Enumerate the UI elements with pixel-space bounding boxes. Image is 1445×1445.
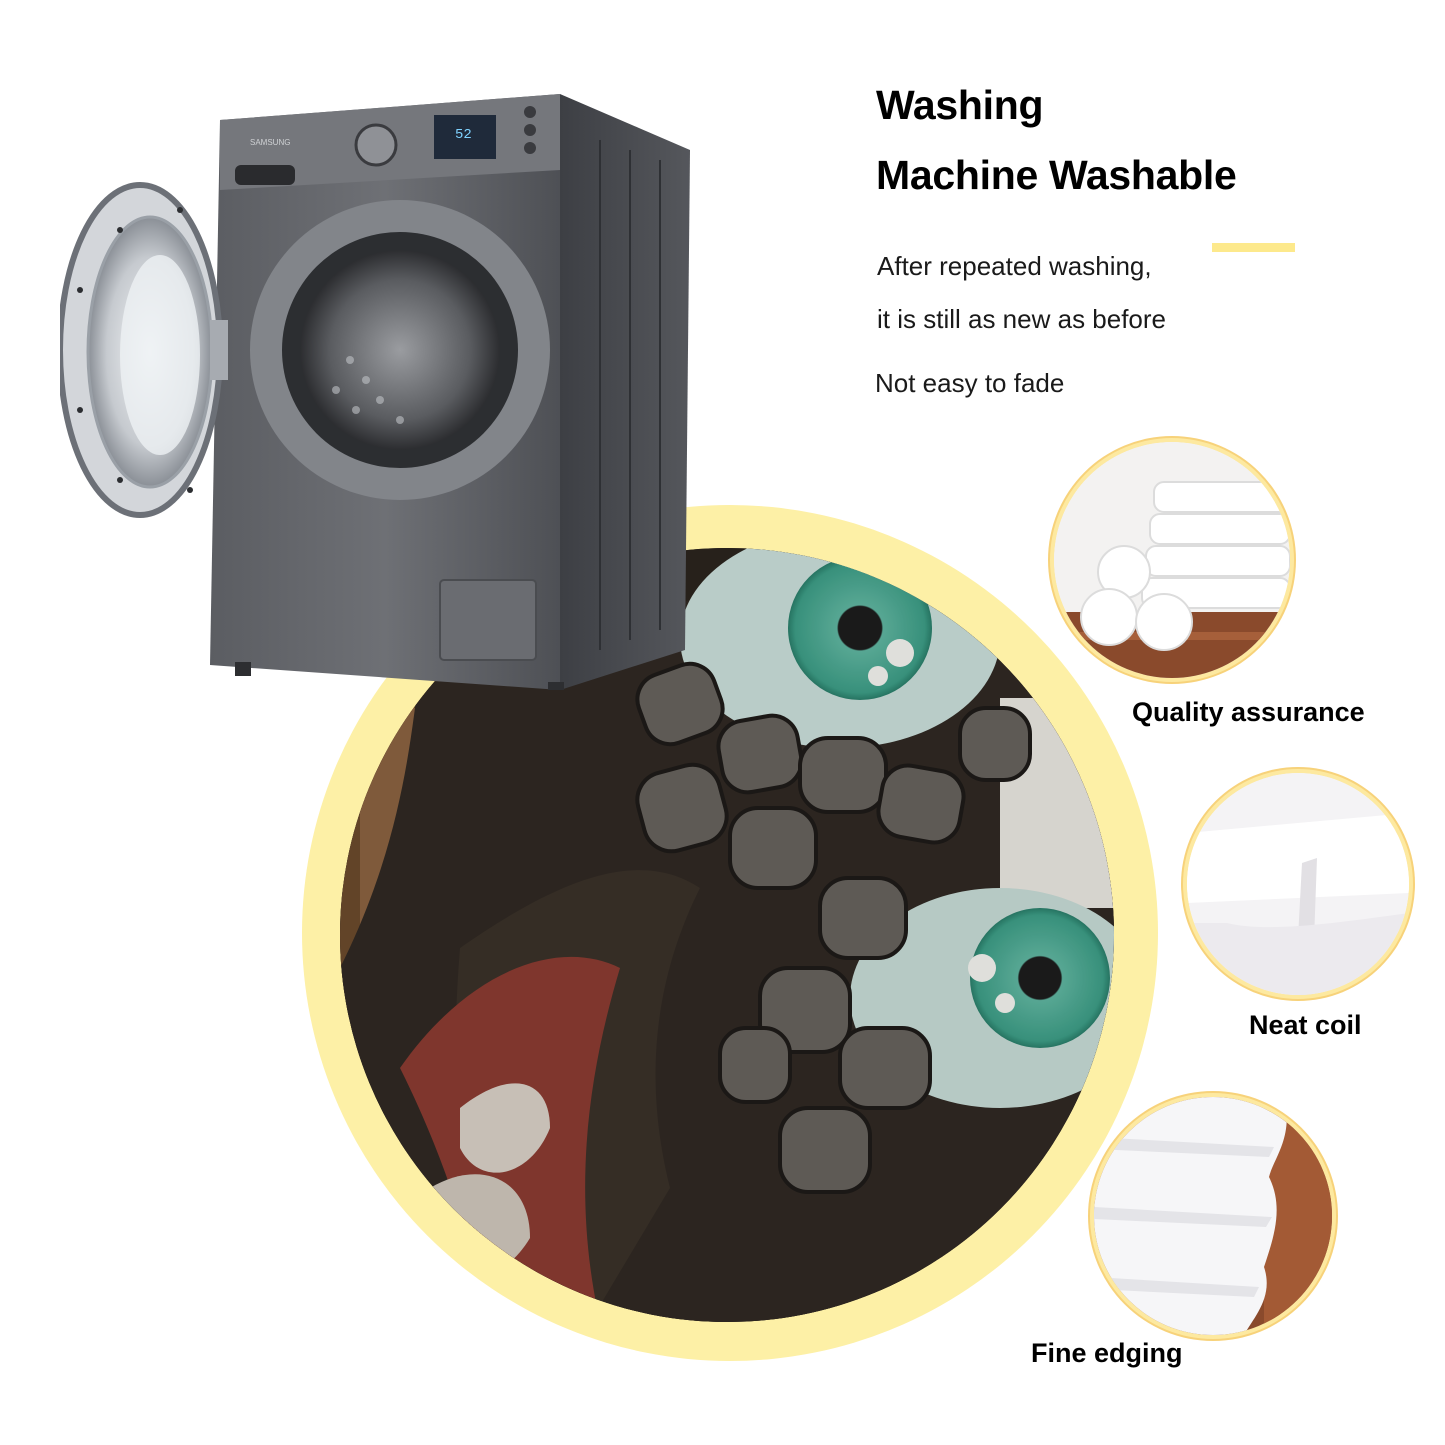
description-line-3: Not easy to fade xyxy=(875,368,1065,398)
washing-machine-image: SAMSUNG 52 xyxy=(60,90,700,690)
description-line-2: it is still as new as before xyxy=(877,304,1167,334)
stacked-towels-photo xyxy=(1054,442,1290,678)
description-line-1: After repeated washing, xyxy=(877,251,1152,281)
headline: Washing Machine Washable xyxy=(876,70,1396,210)
accent-bar xyxy=(1212,243,1295,252)
feature-label-neat-coil: Neat coil xyxy=(1249,1010,1362,1040)
feature-label-fine-edging: Fine edging xyxy=(1031,1338,1183,1368)
headline-line-2: Machine Washable xyxy=(876,152,1237,198)
feature-label-quality: Quality assurance xyxy=(1132,697,1365,727)
fabric-closeup-photo xyxy=(1187,773,1409,995)
blanket-photo xyxy=(340,548,1114,1322)
towel-edge-photo xyxy=(1094,1097,1332,1335)
headline-line-1: Washing xyxy=(876,82,1044,128)
display-readout: 52 xyxy=(455,127,472,143)
brand-label: SAMSUNG xyxy=(250,138,290,147)
description: After repeated washing, it is still as n… xyxy=(877,240,1166,346)
